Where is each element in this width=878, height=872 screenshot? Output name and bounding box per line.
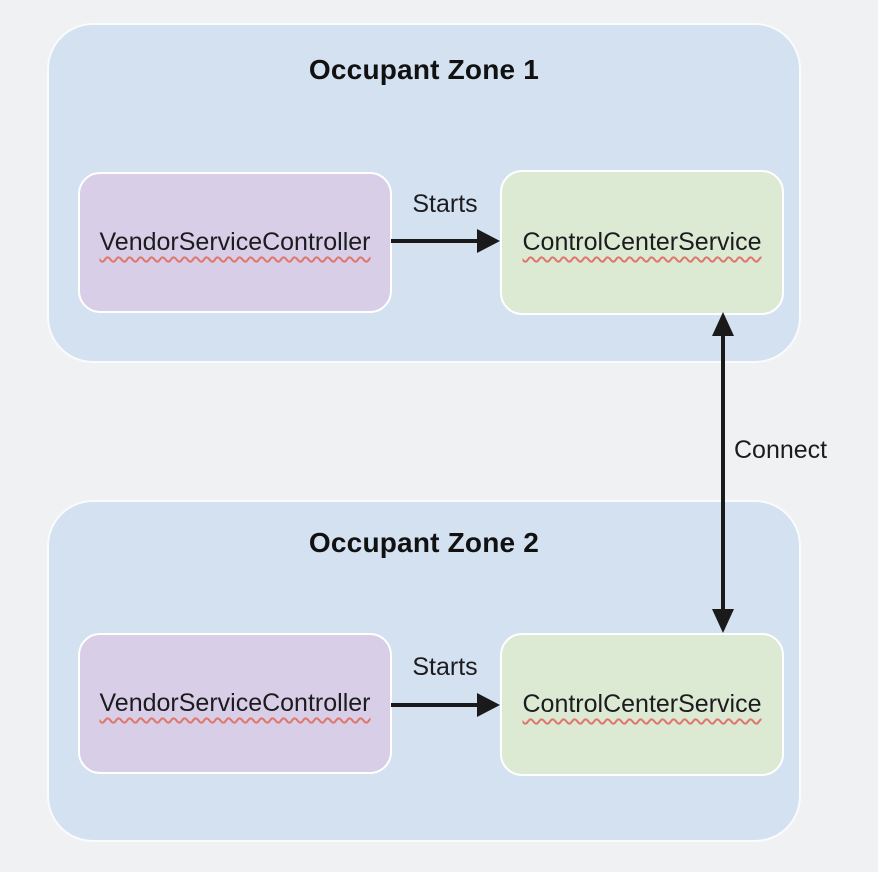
- zone-2-title: Occupant Zone 2: [308, 527, 540, 558]
- zone-1-control-center-service-node: ControlCenterService: [500, 170, 784, 315]
- occupant-zone-2: Occupant Zone 2 VendorServiceController …: [47, 500, 801, 842]
- zone-1-control-center-service-label: ControlCenterService: [522, 228, 762, 256]
- zone-1-vendor-service-controller-node: VendorServiceController: [78, 172, 392, 313]
- zone-1-starts-label: Starts: [412, 190, 478, 218]
- zone-2-control-center-service-label: ControlCenterService: [522, 690, 762, 718]
- zone-2-vendor-service-controller-label: VendorServiceController: [99, 689, 371, 717]
- occupant-zone-1: Occupant Zone 1 VendorServiceController …: [47, 23, 801, 363]
- zone-1-vendor-service-controller-label: VendorServiceController: [99, 228, 371, 256]
- zone-2-starts-label: Starts: [412, 653, 478, 681]
- connect-label: Connect: [734, 436, 828, 464]
- zone-2-vendor-service-controller-node: VendorServiceController: [78, 633, 392, 774]
- zone-2-control-center-service-node: ControlCenterService: [500, 633, 784, 776]
- zone-1-title: Occupant Zone 1: [308, 54, 540, 85]
